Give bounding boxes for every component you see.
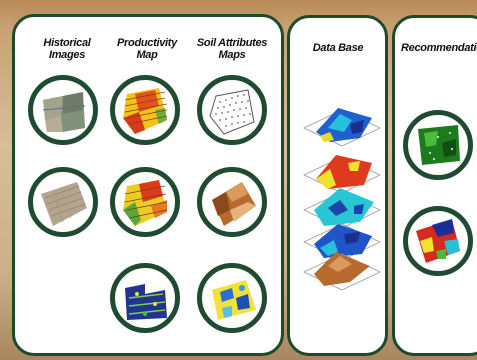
historical-header-line1: Historical xyxy=(43,37,91,49)
soil-attributes-header: Soil Attributes Maps xyxy=(190,37,274,61)
database-layer-3-icon xyxy=(300,180,384,230)
recommendations-panel: Recommendations xyxy=(392,15,477,356)
historical-image-1-icon xyxy=(28,75,98,145)
recommendation-map-red-icon xyxy=(403,206,473,276)
soil-header-line2: Maps xyxy=(218,49,246,61)
historical-images-header: Historical Images xyxy=(37,37,97,61)
historical-image-2-icon xyxy=(28,167,98,237)
productivity-map-header: Productivity Map xyxy=(114,37,180,61)
soil-attribute-map-icon xyxy=(197,167,267,237)
historical-header-line2: Images xyxy=(48,49,86,61)
soil-classes-map-icon xyxy=(197,263,267,333)
database-layer-2-icon xyxy=(300,145,384,195)
zone-map-icon xyxy=(110,263,180,333)
productivity-header-line1: Productivity xyxy=(117,37,177,49)
database-layer-5-icon xyxy=(300,242,384,292)
data-sources-panel: Historical Images Productivity Map Soil … xyxy=(12,14,284,356)
productivity-map-2-icon xyxy=(110,167,180,237)
soil-header-line1: Soil Attributes xyxy=(196,37,268,49)
recommendation-map-green-icon xyxy=(403,110,473,180)
recommendations-title: Recommendations xyxy=(401,42,477,54)
database-layer-4-icon xyxy=(300,212,384,262)
soil-points-map-icon xyxy=(197,75,267,145)
productivity-header-line2: Map xyxy=(136,49,158,61)
database-title: Data Base xyxy=(312,42,364,54)
productivity-map-1-icon xyxy=(110,75,180,145)
database-layer-1-icon xyxy=(300,98,384,148)
